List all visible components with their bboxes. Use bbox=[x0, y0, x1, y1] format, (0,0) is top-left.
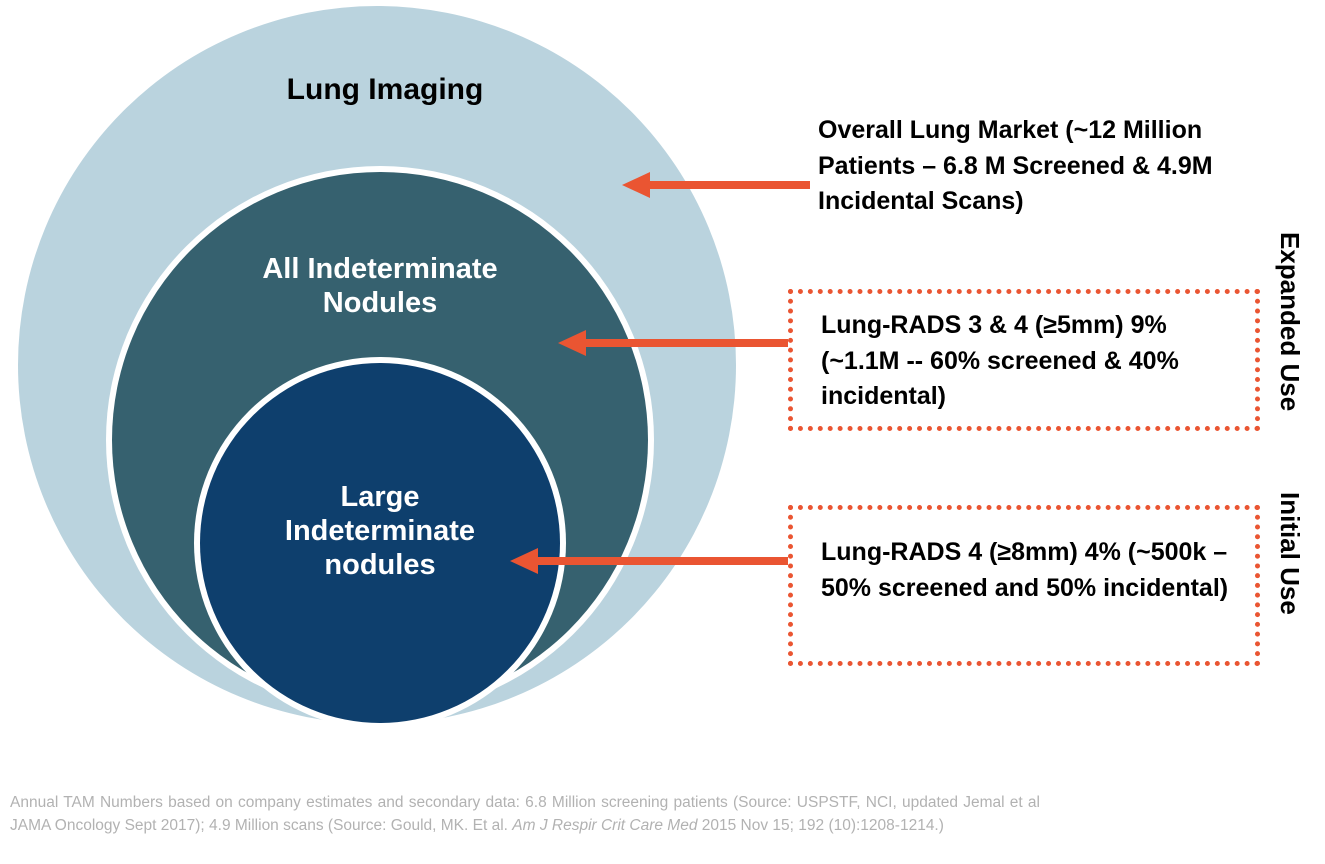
arrow-to-middle-circle bbox=[556, 330, 806, 356]
footnote-part-one: Annual TAM Numbers based on company esti… bbox=[10, 794, 1040, 834]
arrow-to-outer-circle bbox=[620, 172, 810, 198]
callout-expanded-use-text: Lung-RADS 3 & 4 (≥5mm) 9% (~1.1M -- 60% … bbox=[821, 311, 1179, 410]
middle-circle-label: All Indeterminate Nodules bbox=[262, 253, 498, 320]
inner-circle-shape bbox=[200, 363, 560, 723]
callout-box-initial-use: Lung-RADS 4 (≥8mm) 4% (~500k – 50% scree… bbox=[788, 505, 1260, 666]
outer-circle-label: Lung Imaging bbox=[286, 73, 484, 106]
callout-initial-use-text: Lung-RADS 4 (≥8mm) 4% (~500k – 50% scree… bbox=[821, 538, 1229, 602]
footnote-source-note: Annual TAM Numbers based on company esti… bbox=[10, 792, 1040, 838]
footnote-journal-name: Am J Respir Crit Care Med bbox=[512, 816, 698, 834]
concentric-circle-diagram bbox=[18, 6, 736, 724]
callout-overall-lung-market: Overall Lung Market (~12 Million Patient… bbox=[818, 116, 1213, 215]
side-label-initial-use: Initial Use bbox=[1275, 492, 1305, 615]
inner-circle-label: Large Indeterminate nodules bbox=[284, 481, 476, 582]
callout-box-expanded-use: Lung-RADS 3 & 4 (≥5mm) 9% (~1.1M -- 60% … bbox=[788, 289, 1260, 431]
side-label-expanded-use: Expanded Use bbox=[1275, 232, 1305, 412]
footnote-part-two: 2015 Nov 15; 192 (10):1208-1214.) bbox=[697, 816, 944, 834]
arrow-to-inner-circle bbox=[508, 548, 808, 574]
